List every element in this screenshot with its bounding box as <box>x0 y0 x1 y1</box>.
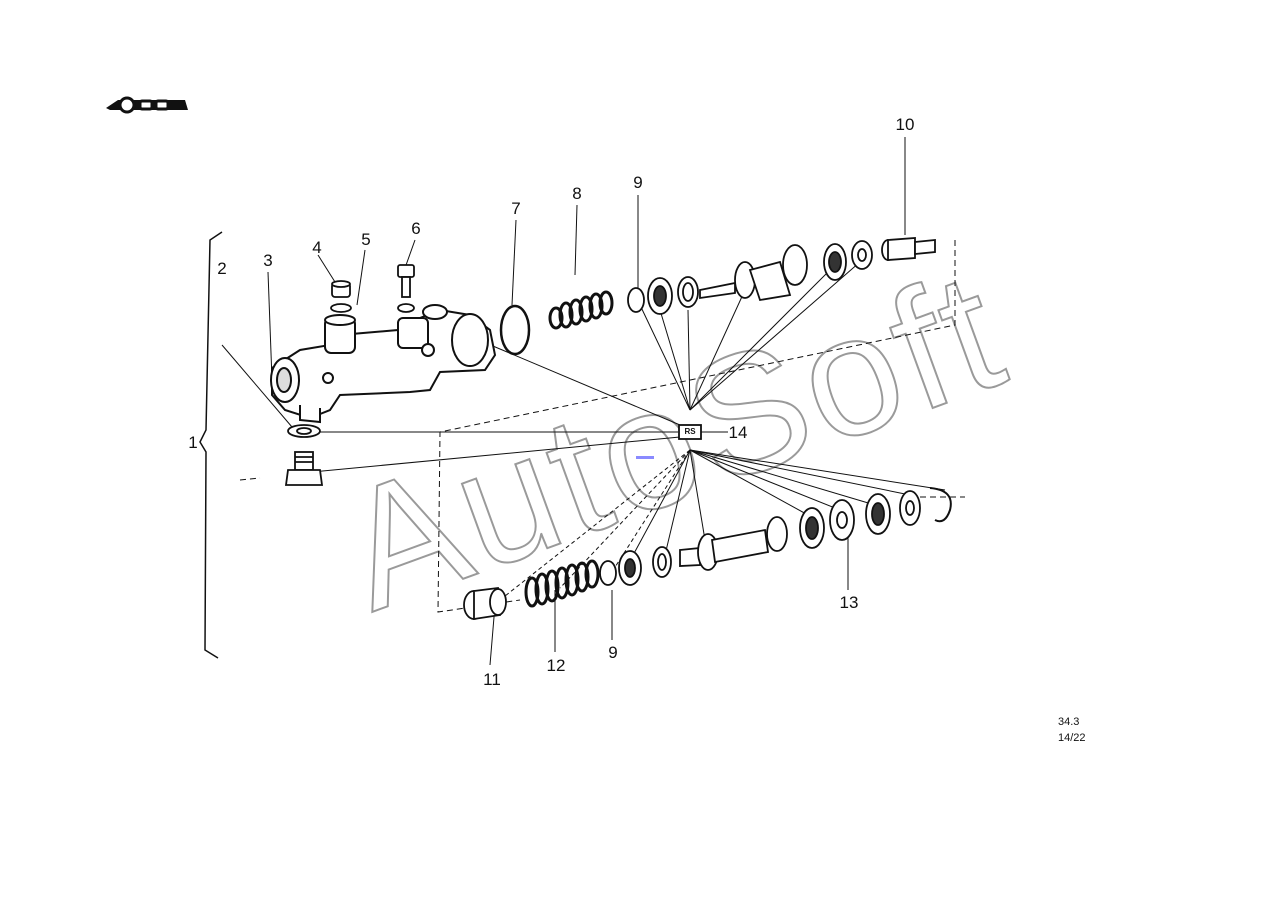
repair-kit-box <box>678 424 702 440</box>
callout-7: 7 <box>511 199 521 218</box>
callout-6: 6 <box>411 219 421 238</box>
position-marker <box>636 456 654 459</box>
circlip <box>929 487 952 523</box>
callout-13: 13 <box>839 593 859 612</box>
callout-5: 5 <box>361 230 371 249</box>
callout-2: 2 <box>217 259 227 278</box>
page-ref-line-2: 14/22 <box>1058 732 1086 744</box>
callout-12: 12 <box>546 656 566 675</box>
watermark-graphic: AutoSoft <box>319 233 1029 648</box>
callout-11: 11 <box>483 670 501 689</box>
leader-lines-dashed <box>499 449 691 601</box>
callout-1: 1 <box>188 433 198 452</box>
part-8-spring <box>548 290 614 330</box>
master-cylinder-housing <box>270 304 497 424</box>
part-2-washer <box>287 424 321 438</box>
callout-9-upper: 9 <box>633 173 643 192</box>
page-ref-line-1: 34.3 <box>1058 716 1080 728</box>
callout-4: 4 <box>312 238 322 257</box>
vehicle-pictogram-icon <box>106 96 188 114</box>
upper-piston-parts <box>627 240 873 315</box>
callout-14: 14 <box>728 423 748 442</box>
part-3-plug <box>284 451 324 486</box>
repair-kit-box-label: RS <box>684 427 696 436</box>
part-10-screw <box>881 237 936 261</box>
callout-9-lower: 9 <box>608 643 618 662</box>
part-4-nut <box>331 280 351 298</box>
watermark-text: AutoSoft <box>320 234 1028 647</box>
part-6-bleed-screw <box>397 264 415 313</box>
assembly-bracket <box>199 231 223 659</box>
part-12-spring <box>524 559 600 608</box>
lower-piston-parts <box>599 490 921 586</box>
callout-8: 8 <box>572 184 582 203</box>
part-5-washer <box>330 303 352 313</box>
callout-10: 10 <box>895 115 915 134</box>
leader-lines <box>221 137 946 666</box>
part-11-sleeve <box>463 586 507 621</box>
callout-3: 3 <box>263 251 273 270</box>
part-7-o-ring <box>499 304 531 356</box>
